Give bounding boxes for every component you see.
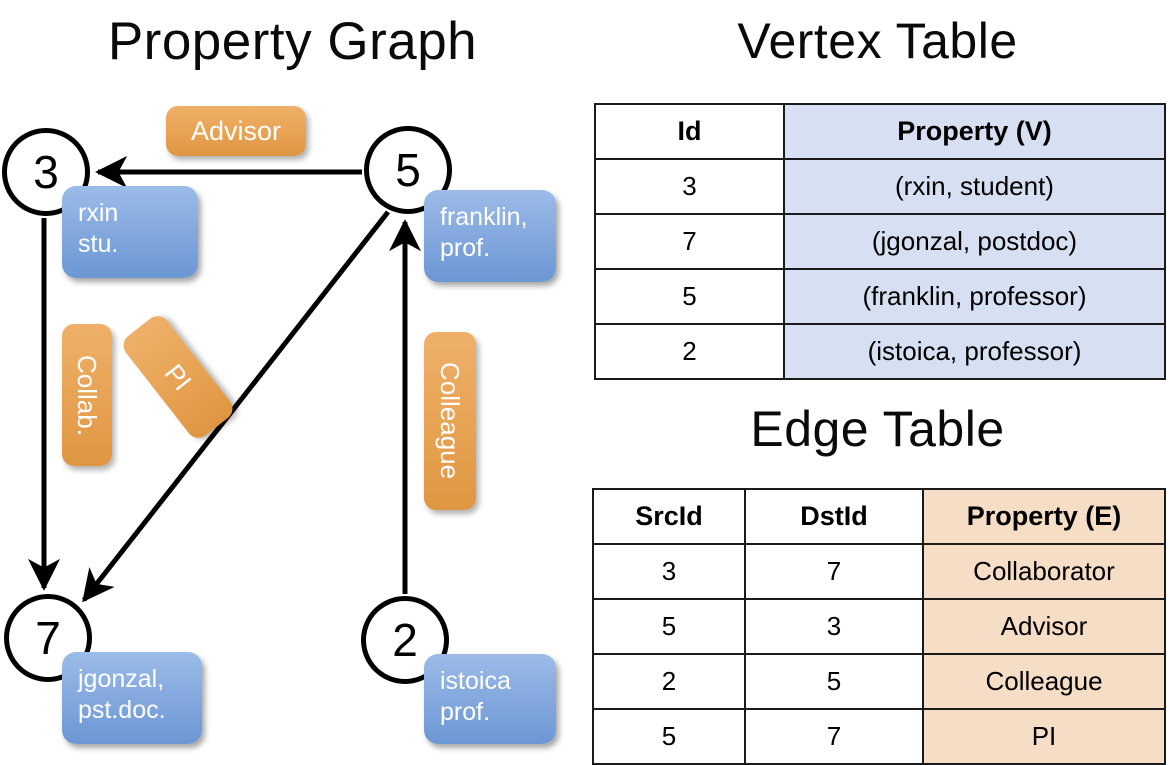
- vertex-property-role-rxin: stu.: [78, 230, 119, 258]
- table-row: 7 (jgonzal, postdoc): [594, 213, 1166, 270]
- vertex-table-header-id: Id: [594, 103, 785, 160]
- edge-label-advisor: Advisor: [166, 106, 306, 156]
- edge-table-cell-srcid: 5: [592, 598, 746, 655]
- edge-label-colleague: Colleague: [424, 332, 476, 510]
- edge-label-collab-text: Collab.: [72, 354, 102, 436]
- edge-label-advisor-text: Advisor: [190, 115, 282, 146]
- page-title-property-graph: Property Graph: [107, 12, 478, 71]
- vertex-table-cell-property: (jgonzal, postdoc): [783, 213, 1166, 270]
- vertex-table-header-property: Property (V): [783, 103, 1166, 160]
- vertex-property-name-istoica: istoica: [440, 667, 511, 695]
- edge-table-cell-dstid: 7: [744, 543, 924, 600]
- edge-table-cell-property: Colleague: [922, 653, 1166, 710]
- vertex-node-3-id: 3: [33, 146, 59, 198]
- edge-table-cell-property: PI: [922, 708, 1166, 765]
- table-row: 5 (franklin, professor): [594, 268, 1166, 325]
- graph-edges-layer: [27, 155, 422, 603]
- vertex-node-5-id: 5: [395, 144, 421, 196]
- vertex-table-cell-id: 7: [594, 213, 785, 270]
- vertex-property-role-istoica: prof.: [440, 698, 491, 726]
- vertex-property-name-jgonzal: jgonzal,: [78, 665, 165, 693]
- edge-table-cell-srcid: 5: [592, 708, 746, 765]
- table-row: 3 7 Collaborator: [592, 543, 1166, 600]
- edge-table-cell-dstid: 5: [744, 653, 924, 710]
- edge-table-cell-property: Advisor: [922, 598, 1166, 655]
- table-row: 3 (rxin, student): [594, 158, 1166, 215]
- edge-table-header-row: SrcId DstId Property (E): [592, 488, 1166, 545]
- table-row: 2 5 Colleague: [592, 653, 1166, 710]
- vertex-property-name-rxin: rxin: [78, 199, 119, 227]
- page-title-vertex-table: Vertex Table: [737, 13, 1018, 69]
- vertex-node-2: 2: [361, 596, 449, 684]
- table-row: 5 3 Advisor: [592, 598, 1166, 655]
- vertex-table-cell-id: 2: [594, 323, 785, 380]
- vertex-property-role-jgonzal: pst.doc.: [78, 696, 166, 724]
- vertex-table-cell-id: 3: [594, 158, 785, 215]
- vertex-property-box-rxin: rxin stu.: [62, 186, 198, 278]
- vertex-table: Id Property (V) 3 (rxin, student) 7 (jgo…: [594, 103, 1166, 380]
- edge-label-collab: Collab.: [62, 324, 112, 466]
- vertex-property-box-istoica: istoica prof.: [424, 654, 556, 744]
- vertex-table-cell-property: (franklin, professor): [783, 268, 1166, 325]
- vertex-property-box-franklin: franklin, prof.: [424, 190, 556, 282]
- edge-table-cell-dstid: 7: [744, 708, 924, 765]
- table-row: 5 7 PI: [592, 708, 1166, 765]
- vertex-table-cell-property: (rxin, student): [783, 158, 1166, 215]
- edge-table-cell-srcid: 3: [592, 543, 746, 600]
- edge-table-header-dstid: DstId: [744, 488, 924, 545]
- edge-table: SrcId DstId Property (E) 3 7 Collaborato…: [592, 488, 1166, 765]
- edge-table-cell-property: Collaborator: [922, 543, 1166, 600]
- edge-arrow-5-to-7: [82, 210, 390, 603]
- edge-label-colleague-text: Colleague: [435, 362, 465, 480]
- vertex-node-2-id: 2: [392, 614, 418, 666]
- page-title-edge-table: Edge Table: [750, 401, 1005, 457]
- edge-table-cell-srcid: 2: [592, 653, 746, 710]
- vertex-node-5: 5: [364, 126, 452, 214]
- vertex-property-name-franklin: franklin,: [440, 203, 528, 231]
- table-row: 2 (istoica, professor): [594, 323, 1166, 380]
- vertex-property-role-franklin: prof.: [440, 234, 491, 262]
- vertex-table-header-row: Id Property (V): [594, 103, 1166, 160]
- edge-table-header-property: Property (E): [922, 488, 1166, 545]
- edge-table-cell-dstid: 3: [744, 598, 924, 655]
- vertex-property-box-jgonzal: jgonzal, pst.doc.: [62, 652, 202, 744]
- vertex-node-7-id: 7: [35, 612, 61, 664]
- edge-table-header-srcid: SrcId: [592, 488, 746, 545]
- edge-label-pi-text: PI: [158, 358, 198, 396]
- vertex-table-cell-id: 5: [594, 268, 785, 325]
- vertex-table-cell-property: (istoica, professor): [783, 323, 1166, 380]
- property-graph-panel: Property Graph Advisor Collab. PI Collea…: [0, 0, 585, 760]
